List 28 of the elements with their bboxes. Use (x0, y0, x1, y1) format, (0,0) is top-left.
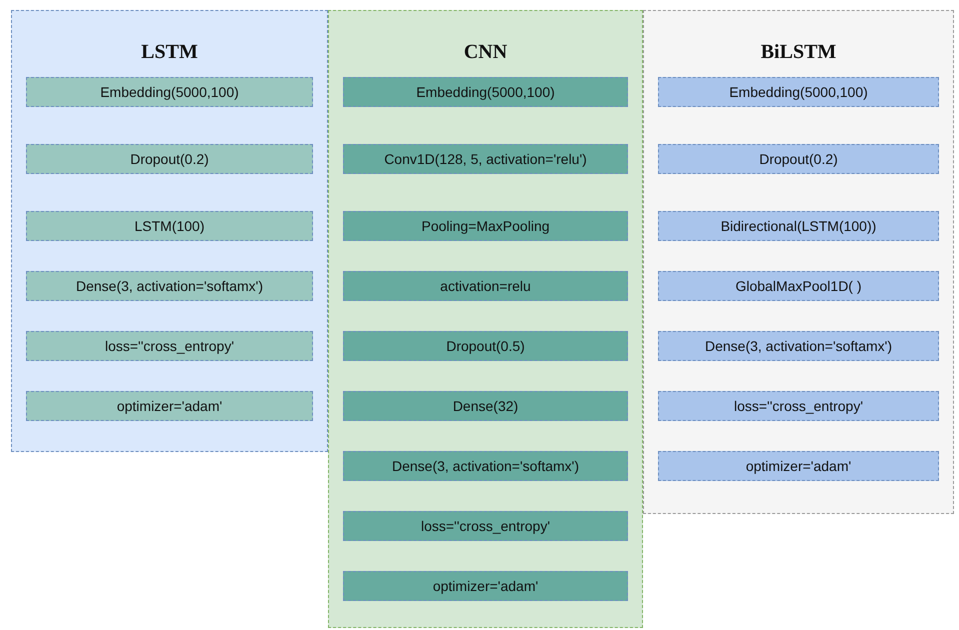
layer-box: Pooling=MaxPooling (343, 211, 628, 241)
layer-box: Conv1D(128, 5, activation='relu') (343, 144, 628, 174)
layer-box: GlobalMaxPool1D( ) (658, 271, 939, 301)
layer-box: Embedding(5000,100) (343, 77, 628, 107)
layer-box: Dropout(0.2) (26, 144, 313, 174)
layer-box: loss=''cross_entropy' (26, 331, 313, 361)
model-panel (643, 10, 954, 514)
layer-box: loss=''cross_entropy' (658, 391, 939, 421)
layer-box: optimizer='adam' (26, 391, 313, 421)
layer-box: activation=relu (343, 271, 628, 301)
layer-box: optimizer='adam' (658, 451, 939, 481)
layer-box: Embedding(5000,100) (658, 77, 939, 107)
layer-box: Bidirectional(LSTM(100)) (658, 211, 939, 241)
panel-heading: BiLSTM (760, 41, 838, 64)
layer-box: Dense(3, activation='softamx') (658, 331, 939, 361)
layer-box: loss=''cross_entropy' (343, 511, 628, 541)
layer-box: Dense(3, activation='softamx') (343, 451, 628, 481)
layer-box: Dropout(0.2) (658, 144, 939, 174)
layer-box: optimizer='adam' (343, 571, 628, 601)
layer-box: Dropout(0.5) (343, 331, 628, 361)
layer-box: LSTM(100) (26, 211, 313, 241)
panel-heading: LSTM (140, 41, 199, 64)
model-panel (11, 10, 328, 452)
layer-box: Dense(32) (343, 391, 628, 421)
layer-box: Dense(3, activation='softamx') (26, 271, 313, 301)
layer-box: Embedding(5000,100) (26, 77, 313, 107)
model-panel (328, 10, 643, 628)
panel-heading: CNN (462, 41, 508, 64)
